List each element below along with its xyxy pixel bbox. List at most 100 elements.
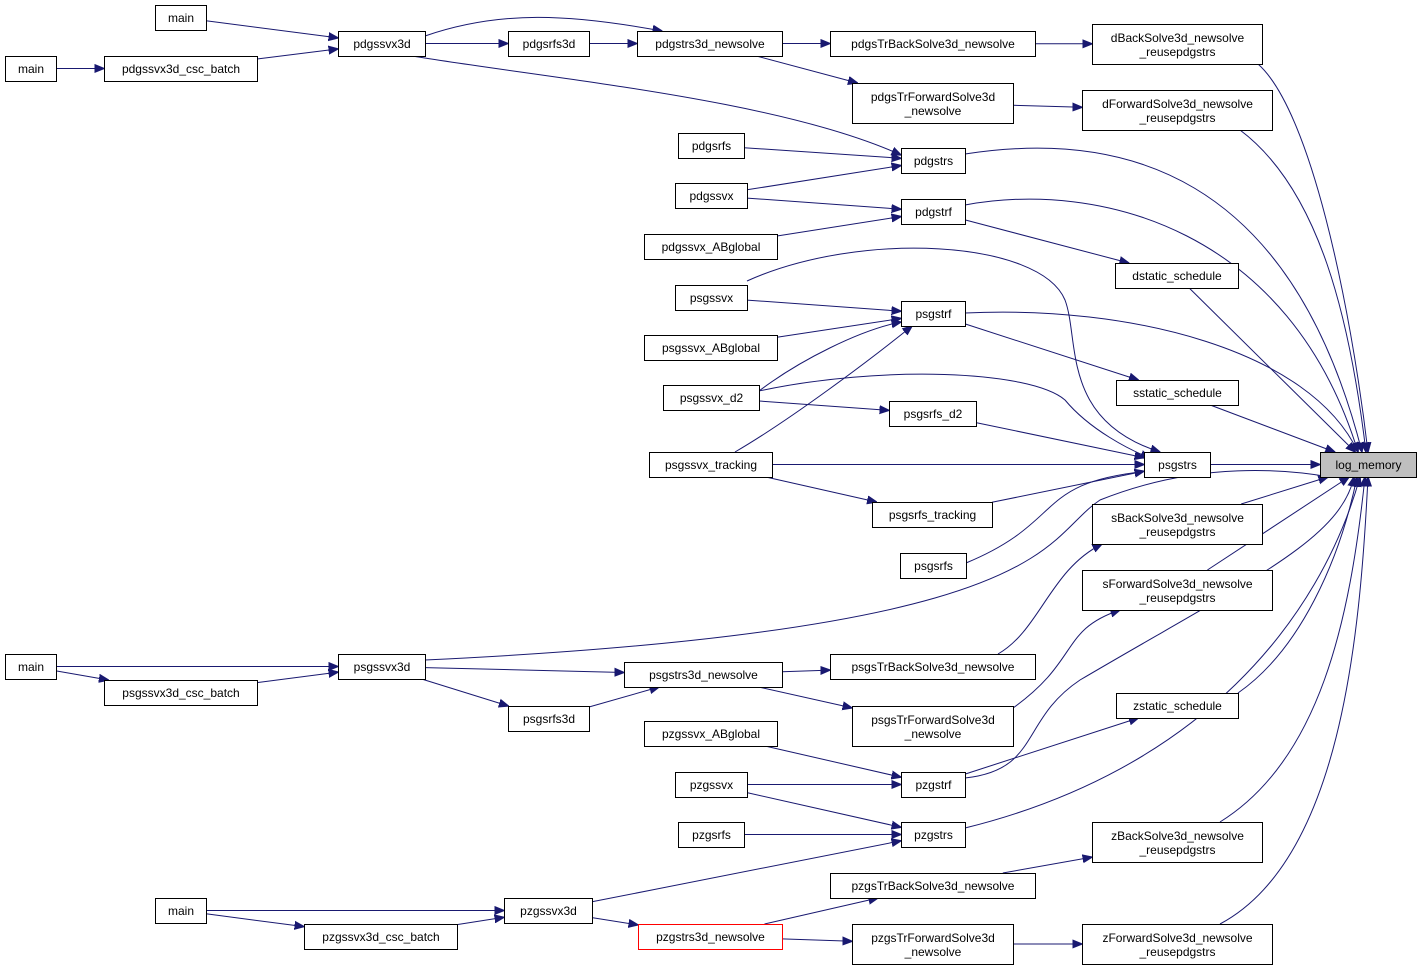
node-pzgstrf[interactable]: pzgstrf — [901, 772, 966, 798]
node-psgssvx-d2[interactable]: psgssvx_d2 — [663, 385, 760, 411]
node-label: main — [168, 11, 194, 25]
node-label: psgstrf — [915, 307, 952, 321]
node-box — [830, 873, 1036, 899]
node-psgssvx-abglobal[interactable]: psgssvx_ABglobal — [644, 335, 778, 361]
node-main-c[interactable]: main — [5, 654, 57, 680]
node-box — [1092, 822, 1263, 863]
edge-psgstrf-to-log-memory — [964, 311, 1358, 452]
node-label: psgsrfs_tracking — [889, 508, 976, 522]
node-psgstrs[interactable]: psgstrs — [1144, 452, 1211, 478]
node-box — [675, 772, 748, 798]
node-main-d[interactable]: main — [155, 898, 207, 924]
node-pdgsrfs3d[interactable]: pdgsrfs3d — [508, 31, 590, 57]
node-box — [637, 31, 783, 57]
node-psgsrfs-tracking[interactable]: psgsrfs_tracking — [872, 502, 993, 528]
edge-sstatic-schedule-to-log-memory — [1210, 404, 1335, 452]
node-box — [508, 706, 590, 732]
node-sstatic-schedule[interactable]: sstatic_schedule — [1116, 380, 1239, 406]
node-pdgstrs[interactable]: pdgstrs — [901, 148, 966, 174]
node-sforwardsolve3d[interactable]: sForwardSolve3d_newsolve_reusepdgstrs — [1082, 570, 1273, 611]
node-label: main — [18, 62, 44, 76]
node-psgsrfs[interactable]: psgsrfs — [900, 553, 967, 579]
node-pzgssvx[interactable]: pzgssvx — [675, 772, 748, 798]
edge-pzgstrs3d-newsolve-to-pzgstrbacksolve3d-newsolve — [764, 898, 879, 925]
node-box — [675, 285, 748, 311]
edge-psgssvx-tracking-to-psgstrf — [734, 326, 912, 453]
node-box — [1082, 924, 1273, 965]
edge-main-a-to-pdgssvx3d — [205, 20, 338, 38]
node-pdgstrbacksolve3d-newsolve[interactable]: pdgsTrBackSolve3d_newsolve — [830, 31, 1036, 57]
node-box — [644, 721, 778, 747]
node-box — [1115, 263, 1239, 289]
edge-psgstrs3d-newsolve-to-psgstrforwardsolve3d — [758, 686, 852, 708]
node-box — [304, 924, 458, 950]
node-pzgssvx-abglobal[interactable]: pzgssvx_ABglobal — [644, 721, 778, 747]
edge-pzgstrf-to-log-memory — [964, 477, 1354, 779]
node-psgsrfs3d[interactable]: psgsrfs3d — [508, 706, 590, 732]
edge-psgstrbacksolve3d-newsolve-to-sbacksolve3d — [997, 544, 1102, 655]
edge-psgssvx3d-to-psgsrfs3d — [421, 678, 509, 706]
node-psgstrf[interactable]: psgstrf — [901, 301, 966, 327]
node-box — [901, 772, 966, 798]
node-pzgssvx3d[interactable]: pzgssvx3d — [504, 898, 593, 924]
node-pdgstrs3d-newsolve[interactable]: pdgstrs3d_newsolve — [637, 31, 783, 57]
node-dforwardsolve3d[interactable]: dForwardSolve3d_newsolve_reusepdgstrs — [1082, 90, 1273, 131]
node-pzgstrs3d-newsolve[interactable]: pzgstrs3d_newsolve — [638, 924, 783, 950]
edge-psgssvx3d-to-log-memory — [424, 470, 1330, 661]
node-pdgsrfs[interactable]: pdgsrfs — [678, 133, 745, 159]
node-psgssvx3d-csc-batch[interactable]: psgssvx3d_csc_batch — [104, 680, 258, 706]
node-label: pzgssvx3d_csc_batch — [322, 930, 439, 944]
node-psgstrbacksolve3d-newsolve[interactable]: psgsTrBackSolve3d_newsolve — [830, 654, 1036, 680]
node-sbacksolve3d[interactable]: sBackSolve3d_newsolve_reusepdgstrs — [1092, 504, 1263, 545]
node-box — [338, 31, 426, 57]
node-psgssvx-tracking[interactable]: psgssvx_tracking — [649, 452, 773, 478]
node-box — [830, 654, 1036, 680]
edge-psgssvx-abglobal-to-psgstrf — [776, 318, 901, 338]
node-pdgstrf[interactable]: pdgstrf — [901, 199, 966, 225]
edge-psgssvx3d-to-psgstrs3d-newsolve — [424, 667, 624, 673]
node-label: sBackSolve3d_newsolve_reusepdgstrs — [1111, 511, 1244, 539]
node-box — [901, 301, 966, 327]
node-dstatic-schedule[interactable]: dstatic_schedule — [1115, 263, 1239, 289]
node-zstatic-schedule[interactable]: zstatic_schedule — [1116, 693, 1239, 719]
edge-pdgssvx3d-to-pdgstrs3d-newsolve — [424, 16, 662, 37]
node-zbacksolve3d[interactable]: zBackSolve3d_newsolve_reusepdgstrs — [1092, 822, 1263, 863]
edge-pzgstrs3d-newsolve-to-pzgstrforwardsolve3d — [781, 939, 852, 941]
node-pdgssvx3d[interactable]: pdgssvx3d — [338, 31, 426, 57]
node-psgstrs3d-newsolve[interactable]: psgstrs3d_newsolve — [624, 662, 783, 688]
node-psgssvx[interactable]: psgssvx — [675, 285, 748, 311]
node-psgsrfs-d2[interactable]: psgsrfs_d2 — [889, 401, 977, 427]
node-label: pzgssvx — [690, 778, 733, 792]
node-pzgsrfs[interactable]: pzgsrfs — [678, 822, 745, 848]
node-main-b[interactable]: main — [5, 56, 57, 82]
node-label: psgssvx_ABglobal — [662, 341, 760, 355]
node-label: psgstrs3d_newsolve — [649, 668, 758, 682]
node-pdgssvx[interactable]: pdgssvx — [675, 183, 748, 209]
node-pzgstrbacksolve3d-newsolve[interactable]: pzgsTrBackSolve3d_newsolve — [830, 873, 1036, 899]
node-label: pdgssvx3d — [353, 37, 410, 51]
node-box — [1092, 504, 1263, 545]
node-pdgssvx-abglobal[interactable]: pdgssvx_ABglobal — [644, 234, 778, 260]
node-box — [504, 898, 593, 924]
edge-layer — [55, 16, 1368, 944]
edge-pdgssvx-to-pdgstrf — [746, 197, 901, 209]
node-main-a[interactable]: main — [155, 5, 207, 31]
node-dbacksolve3d[interactable]: dBackSolve3d_newsolve_reusepdgstrs — [1092, 24, 1263, 65]
node-label: pdgsTrForwardSolve3d_newsolve — [871, 90, 995, 118]
node-label: psgssvx_d2 — [680, 391, 744, 405]
node-box — [678, 822, 745, 848]
node-pzgstrforwardsolve3d[interactable]: pzgsTrForwardSolve3d_newsolve — [852, 924, 1014, 965]
node-psgssvx3d[interactable]: psgssvx3d — [338, 654, 426, 680]
node-box — [155, 5, 207, 31]
node-pdgssvx3d-csc-batch[interactable]: pdgssvx3d_csc_batch — [104, 56, 258, 82]
node-zforwardsolve3d[interactable]: zForwardSolve3d_newsolve_reusepdgstrs — [1082, 924, 1273, 965]
node-pzgssvx3d-csc-batch[interactable]: pzgssvx3d_csc_batch — [304, 924, 458, 950]
edge-psgsrfs3d-to-psgstrs3d-newsolve — [588, 687, 659, 708]
edge-pdgstrf-to-dstatic-schedule — [964, 219, 1129, 263]
edge-psgssvx-d2-to-psgstrf — [758, 322, 901, 392]
node-log-memory[interactable]: log_memory — [1320, 452, 1417, 478]
node-psgstrforwardsolve3d[interactable]: psgsTrForwardSolve3d_newsolve — [852, 706, 1014, 747]
node-box — [1082, 90, 1273, 131]
node-pdgstrforwardsolve3d[interactable]: pdgsTrForwardSolve3d_newsolve — [852, 83, 1014, 124]
node-pzgstrs[interactable]: pzgstrs — [901, 822, 966, 848]
